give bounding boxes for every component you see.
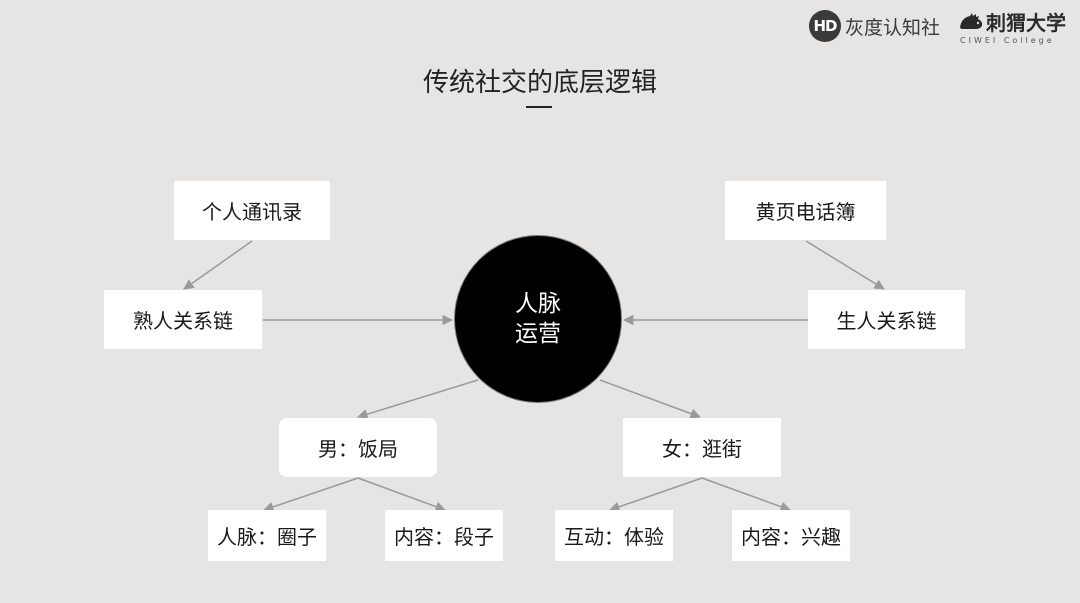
node-male-content: 内容：段子 (385, 510, 503, 561)
arrow-male-to-network (263, 477, 359, 512)
hub-circle: 人脉 运营 (455, 236, 621, 402)
node-acquaintance-chain: 熟人关系链 (104, 290, 262, 349)
hub-label-line2: 运营 (515, 321, 561, 347)
node-male-network: 人脉：圈子 (208, 510, 326, 561)
node-female-content: 内容：兴趣 (732, 510, 850, 561)
huidu-logo-text: 灰度认知社 (844, 16, 940, 39)
node-contacts: 个人通讯录 (174, 181, 330, 240)
arrow-yellowpages-to-stranger (805, 240, 885, 290)
node-male: 男：饭局 (279, 418, 437, 477)
ciwei-logo-subtitle: CIWEI College (960, 36, 1055, 45)
arrow-contacts-to-acquaintance (183, 240, 253, 290)
arrow-female-to-interaction (609, 477, 703, 512)
header-logos: HD 灰度认知社 刺猬大学 CIWEI College (808, 6, 1066, 46)
hub-label-line1: 人脉 (515, 291, 561, 317)
page-title: 传统社交的底层逻辑 (422, 68, 657, 98)
arrow-hub-to-male (356, 379, 479, 420)
arrow-female-to-content (701, 477, 791, 512)
node-yellow-pages: 黄页电话簿 (725, 181, 886, 240)
ciwei-logo-text: 刺猬大学 (986, 11, 1066, 35)
hedgehog-icon (960, 12, 983, 29)
arrow-male-to-content (357, 477, 446, 512)
node-stranger-chain: 生人关系链 (808, 290, 965, 349)
huidu-logo-icon: HD (808, 10, 841, 42)
node-female-interaction: 互动：体验 (555, 510, 673, 561)
arrow-hub-to-female (599, 379, 701, 419)
node-female: 女：逛街 (623, 418, 781, 477)
logo-ciwei: 刺猬大学 CIWEI College (958, 7, 1066, 45)
logo-huidu: HD 灰度认知社 (808, 10, 940, 42)
title-underline (526, 106, 552, 108)
